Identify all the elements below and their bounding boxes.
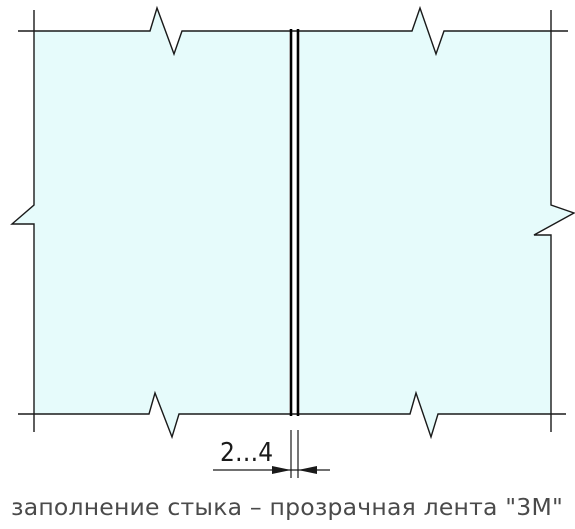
left-break-line — [10, 10, 35, 432]
dimension-label: 2…4 — [220, 438, 273, 468]
dimension-arrow-right — [298, 466, 317, 474]
caption-text: заполнение стыка – прозрачная лента "3М" — [11, 495, 563, 521]
right-panel-fill — [300, 8, 574, 437]
right-break-line — [533, 10, 575, 432]
left-panel-fill — [12, 8, 289, 437]
bottom-break-line — [18, 390, 566, 440]
dimension-arrow-left — [272, 466, 291, 474]
